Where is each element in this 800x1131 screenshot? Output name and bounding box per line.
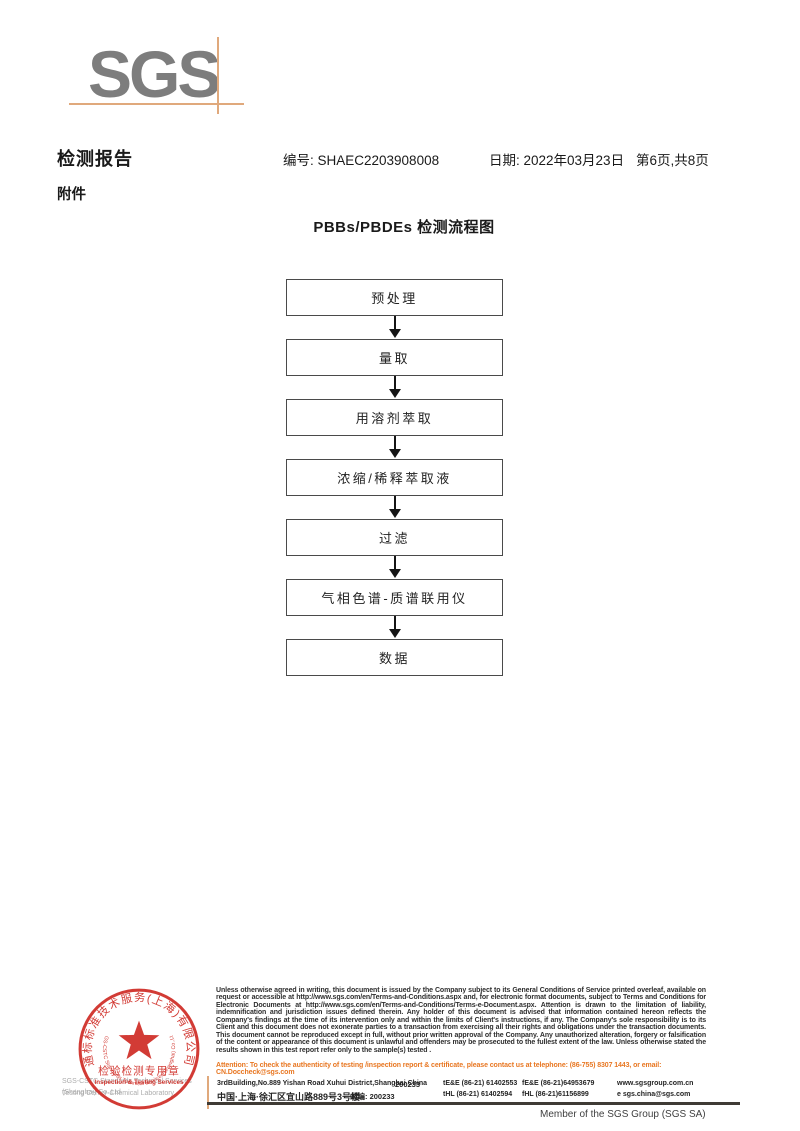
logo-crosshair-horizontal (69, 103, 244, 105)
legal-disclaimer: Unless otherwise agreed in writing, this… (216, 987, 706, 1054)
arrow-head (388, 629, 401, 638)
postcode-chinese: 邮编: 200233 (350, 1092, 395, 1101)
flow-arrow-down-icon (388, 496, 401, 519)
address-chinese: 中国·上海·徐汇区宜山路889号3号楼 (217, 1092, 361, 1102)
sgs-logo: SGS (88, 37, 221, 111)
arrow-head (388, 509, 401, 518)
flow-step-measure: 量取 (286, 339, 503, 376)
arrow-head (388, 329, 401, 338)
arrow-shaft (393, 376, 396, 390)
flow-step-filter: 过滤 (286, 519, 503, 556)
website-url: www.sgsgroup.com.cn (617, 1080, 694, 1087)
flow-step-concentrate-dilute: 浓缩/稀释萃取液 (286, 459, 503, 496)
postcode-english: 200233 (395, 1080, 421, 1089)
arrow-head (388, 449, 401, 458)
footer-divider (207, 1102, 740, 1105)
flow-step-solvent-extraction: 用溶剂萃取 (286, 399, 503, 436)
seal-center-text-cn: 检验检测专用章 (98, 1064, 180, 1077)
report-date: 日期: 2022年03月23日 (489, 153, 625, 168)
email-address: e sgs.china@sgs.com (617, 1091, 691, 1098)
logo-crosshair-vertical (217, 37, 219, 114)
flow-step-gcms: 气相色谱-质谱联用仪 (286, 579, 503, 616)
company-name-line: SGS-CSTC Standards Technical Services (S… (62, 1078, 192, 1096)
address-crosshair-vertical (207, 1076, 209, 1109)
arrow-shaft (393, 316, 396, 330)
flow-step-pretreatment: 预处理 (286, 279, 503, 316)
page-indicator: 第6页,共8页 (636, 153, 709, 168)
arrow-shaft (393, 556, 396, 570)
seal-star-icon (118, 1020, 160, 1060)
flow-arrow-down-icon (388, 616, 401, 639)
company-lab-line: Testing Center-Chemical Laboratory. (62, 1090, 176, 1097)
company-seal: 通标标准技术服务(上海)有限公司 SGS-CSTC Standards Tech… (78, 988, 200, 1110)
telephone-hl: tHL (86-21) 61402594 (443, 1091, 513, 1098)
seal-center-text-en: Inspection & Testing Services (95, 1079, 184, 1086)
telephone-ee: tE&E (86-21) 61402553 (443, 1080, 518, 1087)
arrow-shaft (393, 436, 396, 450)
flow-arrow-down-icon (388, 316, 401, 339)
page-title: 检测报告 (57, 149, 133, 169)
fax-hl: fHL (86-21)61156899 (522, 1091, 589, 1098)
arrow-shaft (393, 616, 396, 630)
flowchart-title: PBBs/PBDEs 检测流程图 (313, 219, 495, 236)
flow-step-data: 数据 (286, 639, 503, 676)
sgs-membership-note: Member of the SGS Group (SGS SA) (540, 1109, 706, 1120)
seal-ring (78, 988, 200, 1110)
attachment-label: 附件 (57, 187, 86, 203)
arrow-head (388, 389, 401, 398)
attention-notice: Attention: To check the authenticity of … (216, 1062, 662, 1077)
flow-arrow-down-icon (388, 556, 401, 579)
fax-ee: fE&E (86-21)64953679 (522, 1080, 595, 1087)
arrow-shaft (393, 496, 396, 510)
flow-arrow-down-icon (388, 376, 401, 399)
arrow-head (388, 569, 401, 578)
report-number: 编号: SHAEC2203908008 (283, 153, 440, 168)
address-english: 3rdBuilding,No.889 Yishan Road Xuhui Dis… (217, 1080, 428, 1087)
flow-arrow-down-icon (388, 436, 401, 459)
